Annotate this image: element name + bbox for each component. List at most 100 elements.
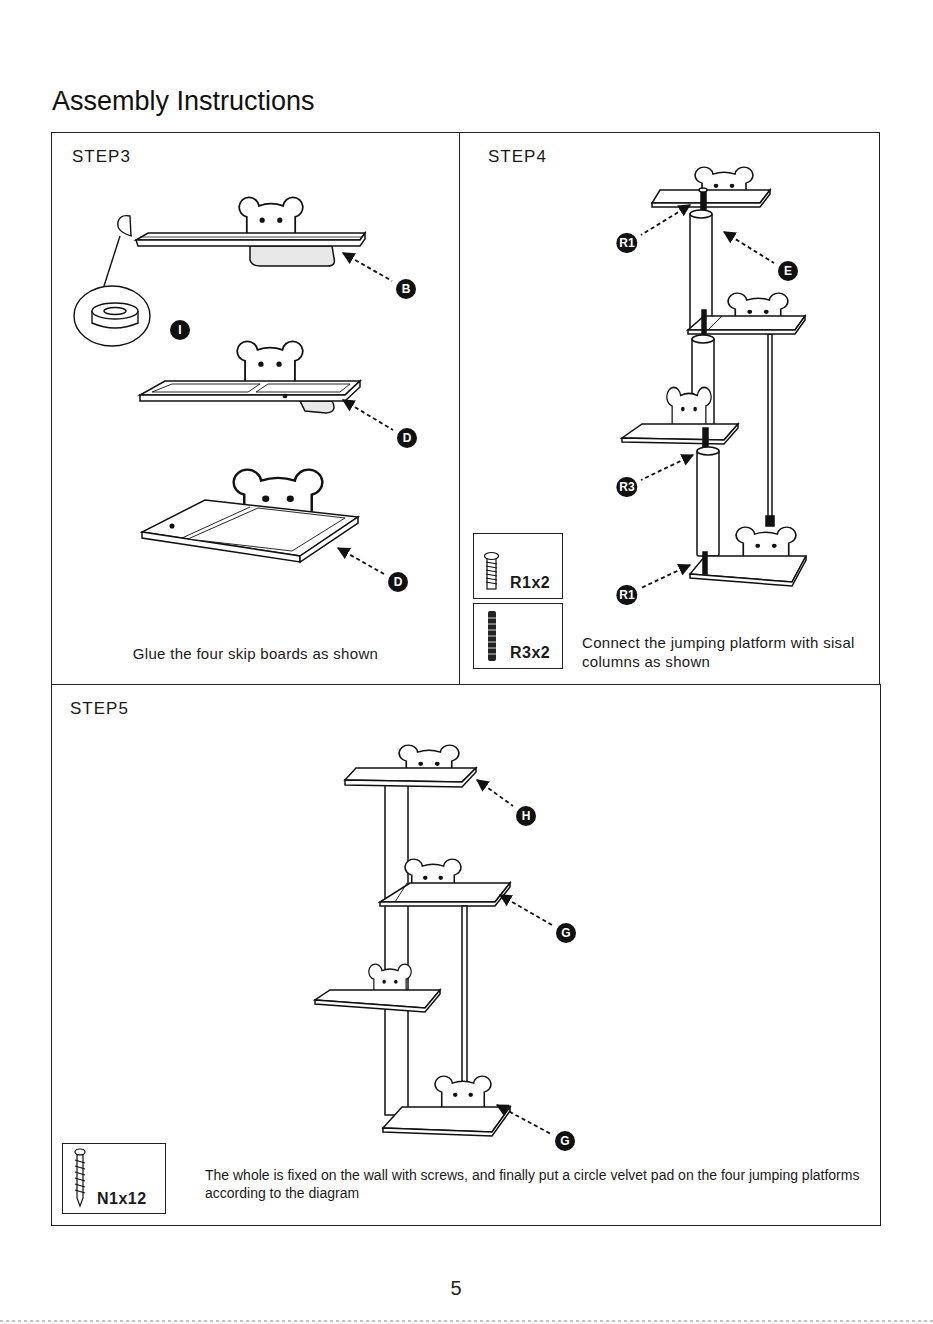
wood-screw-icon	[75, 1166, 85, 1169]
screw-icon	[487, 557, 496, 589]
callout-letter: D	[397, 428, 417, 448]
cat-tower-assembled	[462, 906, 467, 1106]
screw-icon	[485, 553, 499, 590]
tape-roll	[74, 216, 150, 346]
leader-arrow	[343, 400, 393, 430]
cat-tower-exploded	[667, 387, 711, 428]
cat-tower-exploded	[690, 213, 712, 333]
cat-tower-assembled	[395, 883, 407, 902]
cat-tower-exploded	[652, 190, 770, 207]
step-caption: Connect the jumping platform with sisal …	[582, 634, 867, 672]
skip-board	[256, 384, 350, 392]
callout-letter: R3	[616, 477, 637, 497]
page-title: Assembly Instructions	[52, 86, 315, 117]
skip-board	[136, 197, 365, 266]
wood-screw-icon	[75, 1190, 85, 1193]
threaded-rod-icon	[488, 611, 496, 661]
callout-letter: R1	[616, 233, 637, 253]
hardware-box: N1x12	[62, 1143, 166, 1214]
leader-arrow	[641, 565, 690, 588]
screw-icon	[485, 553, 499, 560]
cat-tower-assembled	[315, 990, 440, 1012]
threaded-rod-icon	[488, 630, 496, 631]
tape-roll	[74, 286, 150, 346]
wood-screw-icon	[75, 1172, 85, 1175]
cat-tower-exploded	[652, 190, 770, 203]
page-trim-line	[0, 1321, 933, 1322]
tape-roll	[104, 236, 120, 286]
cat-tower-assembled	[380, 883, 510, 906]
wood-screw-icon	[75, 1178, 85, 1181]
skip-board	[152, 384, 260, 392]
cat-tower-exploded	[766, 516, 774, 526]
step-heading: STEP3	[72, 147, 131, 167]
skip-board	[182, 507, 250, 538]
cat-tower-exploded	[622, 424, 738, 444]
screw-icon	[486, 582, 497, 584]
leader-arrow	[641, 455, 693, 480]
callout-letter: H	[516, 806, 536, 826]
skip-board	[142, 500, 358, 556]
page-number: 5	[450, 1277, 461, 1300]
leader-arrow	[477, 780, 552, 1134]
cat-tower-assembled	[435, 1076, 491, 1111]
cat-tower-exploded	[708, 316, 722, 330]
skip-board	[140, 381, 360, 395]
threaded-rod-icon	[488, 611, 496, 661]
cat-tower-exploded	[697, 450, 719, 556]
cat-tower-exploded	[703, 552, 707, 574]
tape-roll	[92, 303, 138, 319]
leader-arrow	[338, 253, 393, 574]
leader-arrow	[500, 895, 552, 925]
threaded-rod-icon	[488, 636, 496, 637]
skip-board	[140, 381, 360, 401]
wood-screw-icon	[75, 1149, 85, 1206]
step-heading: STEP5	[70, 699, 129, 719]
cat-tower-assembled	[380, 883, 510, 902]
skip-board	[250, 246, 334, 266]
leader-arrow	[641, 205, 690, 235]
step-panel: STEP4Connect the jumping platform with s…	[459, 132, 880, 685]
wood-screw-icon	[75, 1160, 85, 1163]
skip-board	[142, 470, 358, 562]
leader-arrow	[641, 205, 774, 588]
threaded-rod-icon	[488, 618, 496, 619]
callout-letter: E	[778, 261, 798, 281]
cat-tower-exploded	[699, 188, 707, 192]
cat-tower-exploded	[768, 334, 772, 520]
hardware-box: R1x2	[473, 533, 563, 599]
cat-tower-exploded	[622, 167, 806, 586]
cat-tower-assembled	[383, 1107, 510, 1136]
cat-tower-assembled	[385, 785, 408, 1115]
cat-tower-assembled	[345, 768, 476, 787]
callout-letter: B	[396, 279, 416, 299]
skip-board	[140, 237, 362, 238]
hardware-code: R3x2	[510, 644, 550, 662]
skip-board	[283, 394, 286, 397]
step-heading: STEP4	[488, 147, 547, 167]
screw-icon	[486, 562, 497, 564]
callout-letter: I	[170, 320, 190, 340]
hardware-code: R1x2	[510, 574, 550, 592]
skip-board	[136, 233, 365, 240]
cat-tower-exploded	[692, 335, 714, 343]
step-caption: Glue the four skip boards as shown	[52, 645, 459, 664]
skip-board	[136, 233, 365, 246]
hardware-box: R3x2	[473, 603, 563, 669]
hardware-code: N1x12	[97, 1190, 147, 1208]
callout-letter: D	[388, 572, 408, 592]
step-panel: STEP5The whole is fixed on the wall with…	[51, 684, 881, 1226]
step-caption: The whole is fixed on the wall with scre…	[205, 1167, 875, 1202]
leader-arrow	[338, 548, 384, 574]
leader-arrow	[343, 253, 392, 281]
cat-tower-exploded	[690, 210, 712, 218]
leader-arrow	[724, 232, 774, 263]
skip-board	[237, 341, 303, 384]
step-panel: STEP3Glue the four skip boards as shown	[51, 132, 460, 685]
cat-tower-exploded	[697, 447, 719, 455]
callout-letter: G	[556, 923, 576, 943]
screw-icon	[486, 570, 497, 572]
threaded-rod-icon	[488, 654, 496, 655]
threaded-rod-icon	[488, 642, 496, 643]
